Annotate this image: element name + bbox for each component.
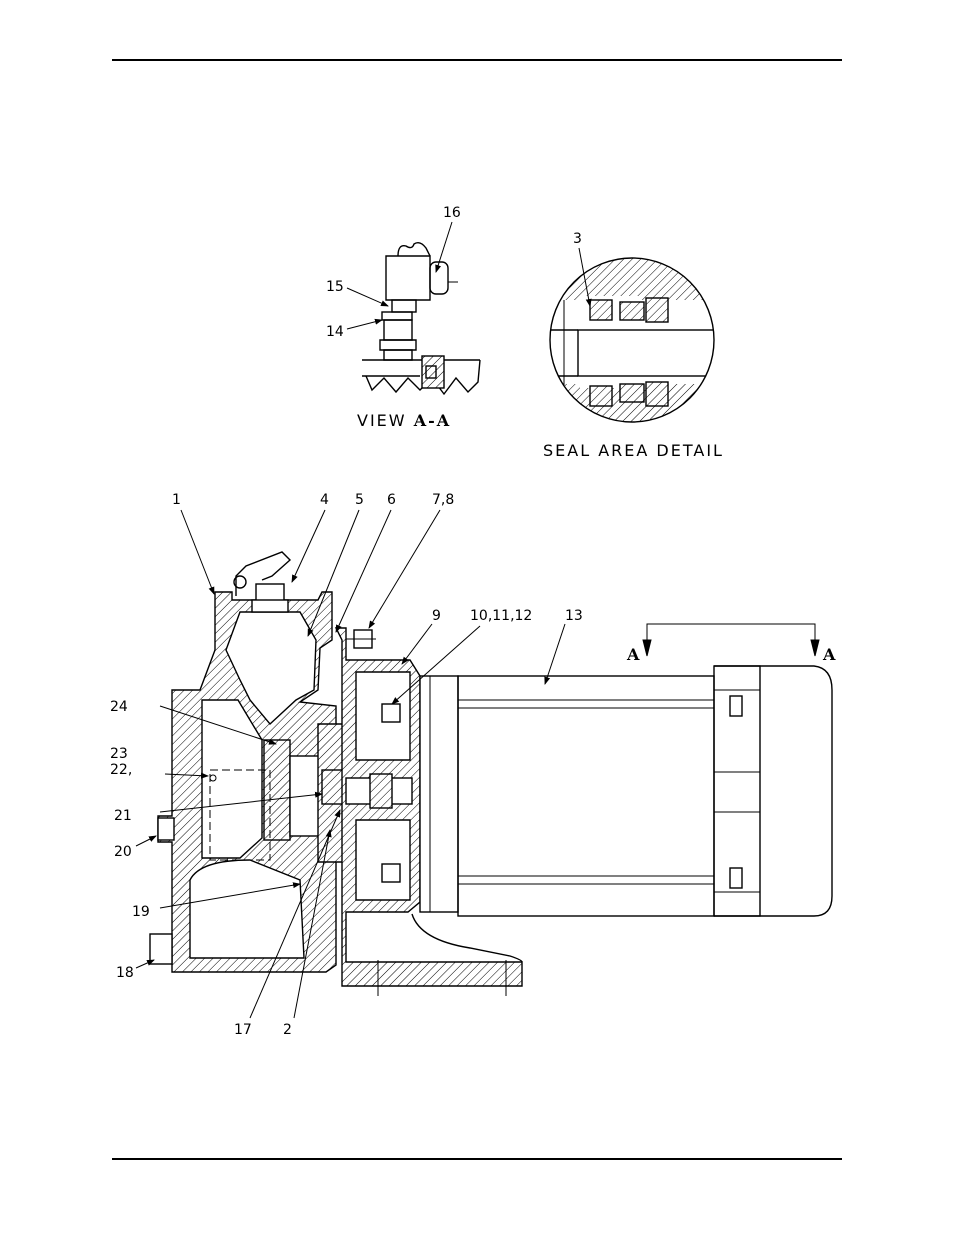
callout-22: 22,	[110, 762, 132, 778]
callout-20: 20	[114, 844, 132, 860]
callout-24: 24	[110, 699, 128, 715]
view-aa-drawing	[347, 222, 480, 394]
section-marker-left: A	[626, 645, 640, 664]
callout-19: 19	[132, 904, 150, 920]
callout-5: 5	[355, 492, 364, 508]
callout-14: 14	[326, 324, 344, 340]
view-aa-caption-section: A-A	[413, 411, 451, 430]
callout-2: 2	[283, 1022, 292, 1038]
callout-9: 9	[432, 608, 441, 624]
callout-21: 21	[114, 808, 132, 824]
callout-1: 1	[172, 492, 181, 508]
pump-section-drawing	[136, 510, 832, 1018]
section-marker-right: A	[822, 645, 836, 664]
callout-3: 3	[573, 231, 582, 247]
callout-13: 13	[565, 608, 583, 624]
callout-16: 16	[443, 205, 461, 221]
callout-18: 18	[116, 965, 134, 981]
callout-17: 17	[234, 1022, 252, 1038]
callout-10-11-12: 10,11,12	[470, 608, 532, 624]
view-aa-caption-prefix: VIEW	[357, 411, 407, 430]
view-aa-caption: VIEW A-A	[357, 411, 451, 430]
callout-7-8: 7,8	[432, 492, 454, 508]
callout-6: 6	[387, 492, 396, 508]
callout-15: 15	[326, 279, 344, 295]
seal-detail-caption: SEAL AREA DETAIL	[543, 441, 724, 460]
seal-detail-drawing	[540, 248, 730, 430]
callout-23: 23	[110, 746, 128, 762]
callout-4: 4	[320, 492, 329, 508]
